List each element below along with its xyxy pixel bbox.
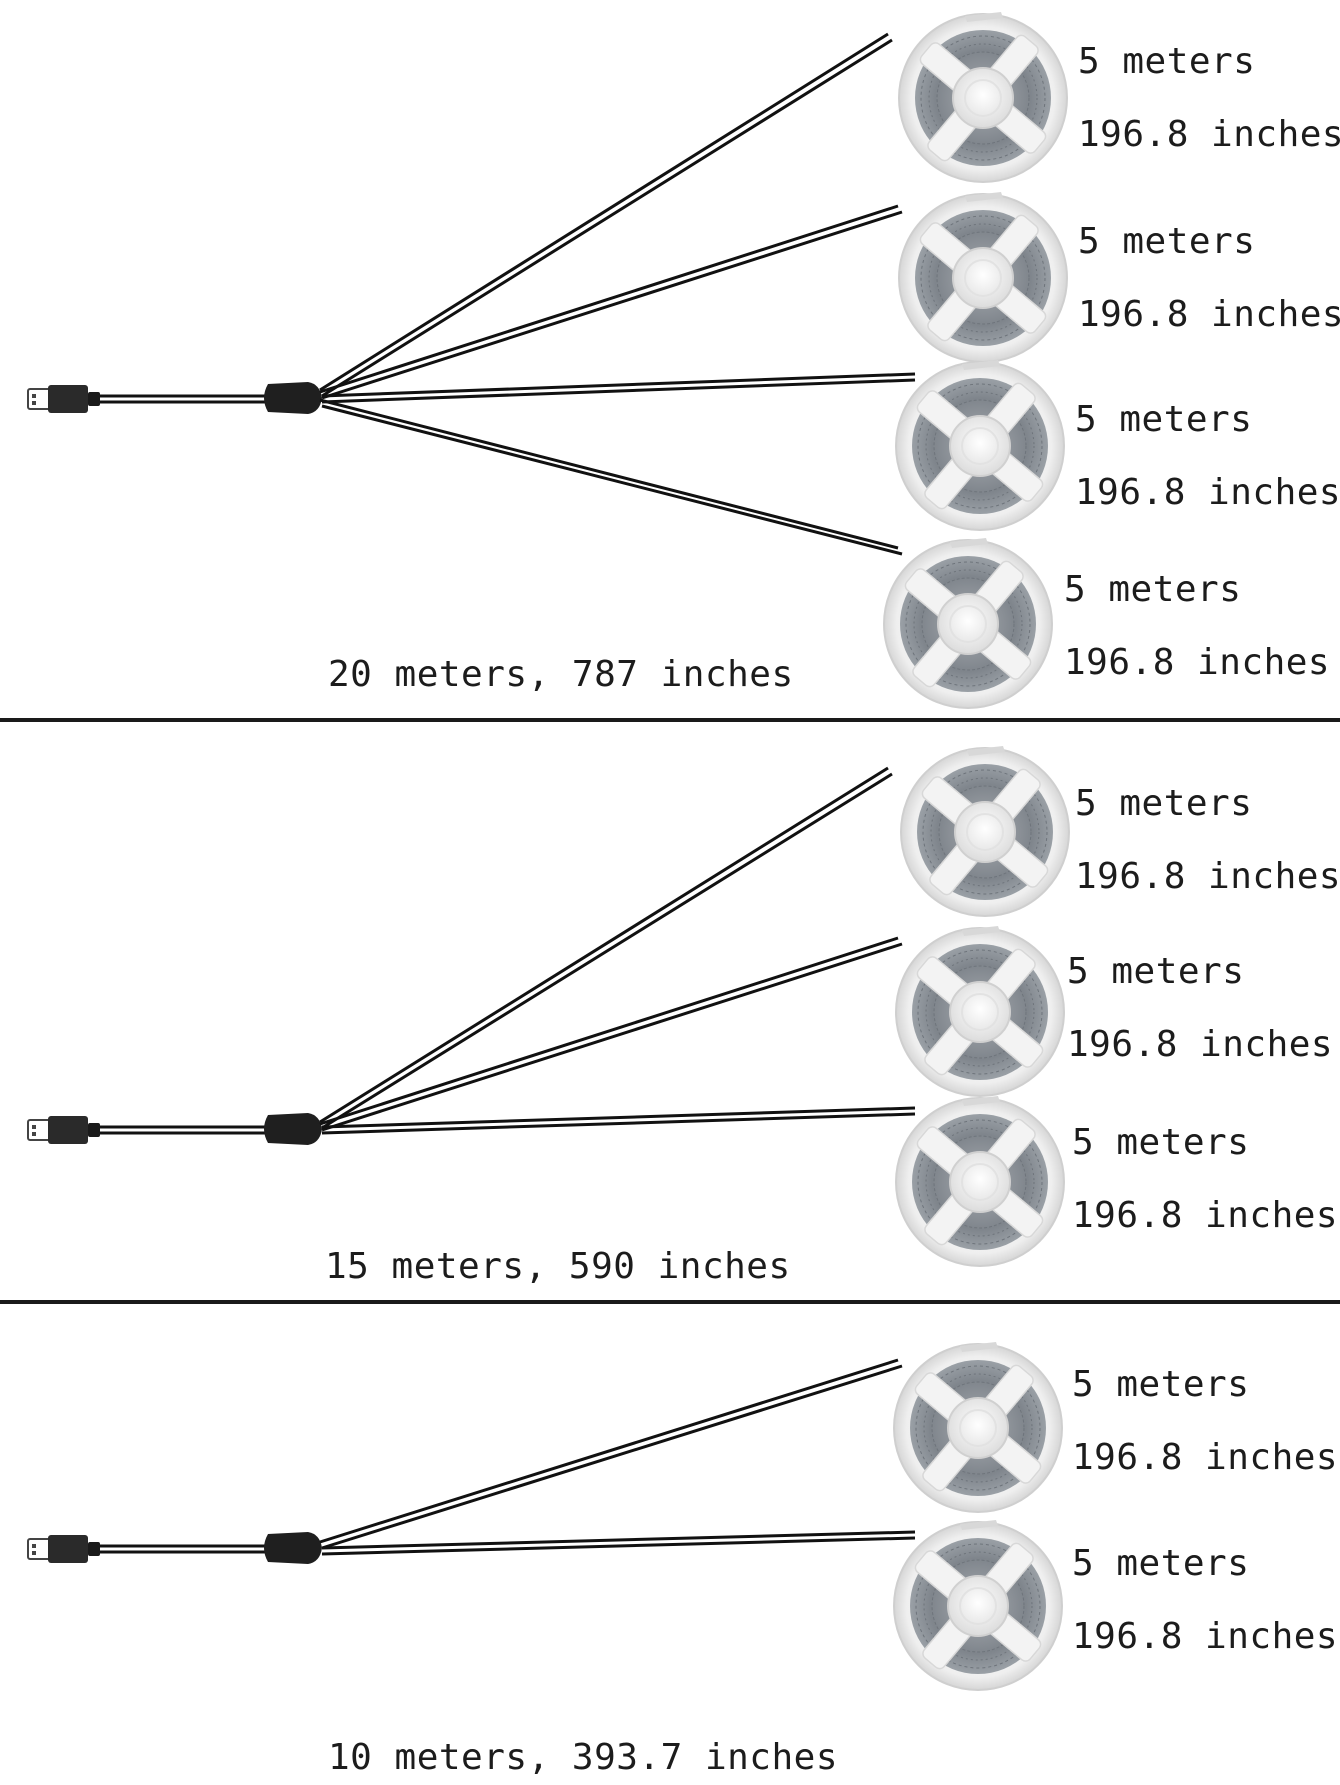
usb-plug-icon	[27, 1534, 101, 1564]
led-reel-image	[900, 745, 1070, 917]
total-length: 20 meters, 787 inches	[328, 654, 794, 695]
splitter-hub-icon	[264, 1113, 322, 1145]
reel-length-inches: 196.8 inches	[1072, 1437, 1339, 1478]
reel-length-meters: 5 meters	[1072, 1543, 1250, 1584]
reel-length-meters: 5 meters	[1075, 399, 1253, 440]
reel-length-meters: 5 meters	[1072, 1122, 1250, 1163]
reel-length-inches: 196.8 inches	[1072, 1616, 1339, 1657]
total-length: 15 meters, 590 inches	[325, 1246, 791, 1287]
reel-length-inches: 196.8 inches	[1072, 1195, 1339, 1236]
led-reel-image	[898, 11, 1068, 183]
led-reel-image	[895, 925, 1065, 1097]
panel-divider	[0, 1300, 1340, 1304]
splitter-hub-icon	[264, 1532, 322, 1564]
panel-10-meters	[27, 1341, 1063, 1691]
reel-length-inches: 196.8 inches	[1078, 294, 1340, 335]
cable-trunk	[92, 1544, 268, 1554]
reel-length-meters: 5 meters	[1067, 951, 1245, 992]
reel-length-inches: 196.8 inches	[1075, 856, 1340, 897]
reel-length-meters: 5 meters	[1078, 41, 1256, 82]
led-reel-image	[893, 1519, 1063, 1691]
reel-length-inches: 196.8 inches	[1064, 642, 1331, 683]
splitter-hub-icon	[264, 382, 322, 414]
usb-plug-icon	[27, 384, 101, 414]
reel-length-inches: 196.8 inches	[1075, 472, 1340, 513]
usb-plug-icon	[27, 1115, 101, 1145]
led-reel-image	[895, 359, 1065, 531]
reel-length-meters: 5 meters	[1075, 783, 1253, 824]
reel-length-meters: 5 meters	[1064, 569, 1242, 610]
reel-length-inches: 196.8 inches	[1067, 1024, 1334, 1065]
cable-trunk	[92, 1125, 268, 1135]
led-reel-image	[893, 1341, 1063, 1513]
cable-branches	[319, 1358, 916, 1556]
cable-branches	[319, 766, 916, 1135]
cable-trunk	[92, 394, 268, 404]
reel-length-meters: 5 meters	[1078, 221, 1256, 262]
led-reel-image	[883, 537, 1053, 709]
total-length: 10 meters, 393.7 inches	[328, 1737, 838, 1778]
panel-divider	[0, 718, 1340, 722]
cable-branches	[319, 32, 916, 556]
reel-length-meters: 5 meters	[1072, 1364, 1250, 1405]
led-reel-image	[898, 191, 1068, 363]
reel-length-inches: 196.8 inches	[1078, 114, 1340, 155]
panel-15-meters	[27, 745, 1070, 1267]
panel-20-meters	[27, 11, 1068, 709]
led-reel-image	[895, 1095, 1065, 1267]
